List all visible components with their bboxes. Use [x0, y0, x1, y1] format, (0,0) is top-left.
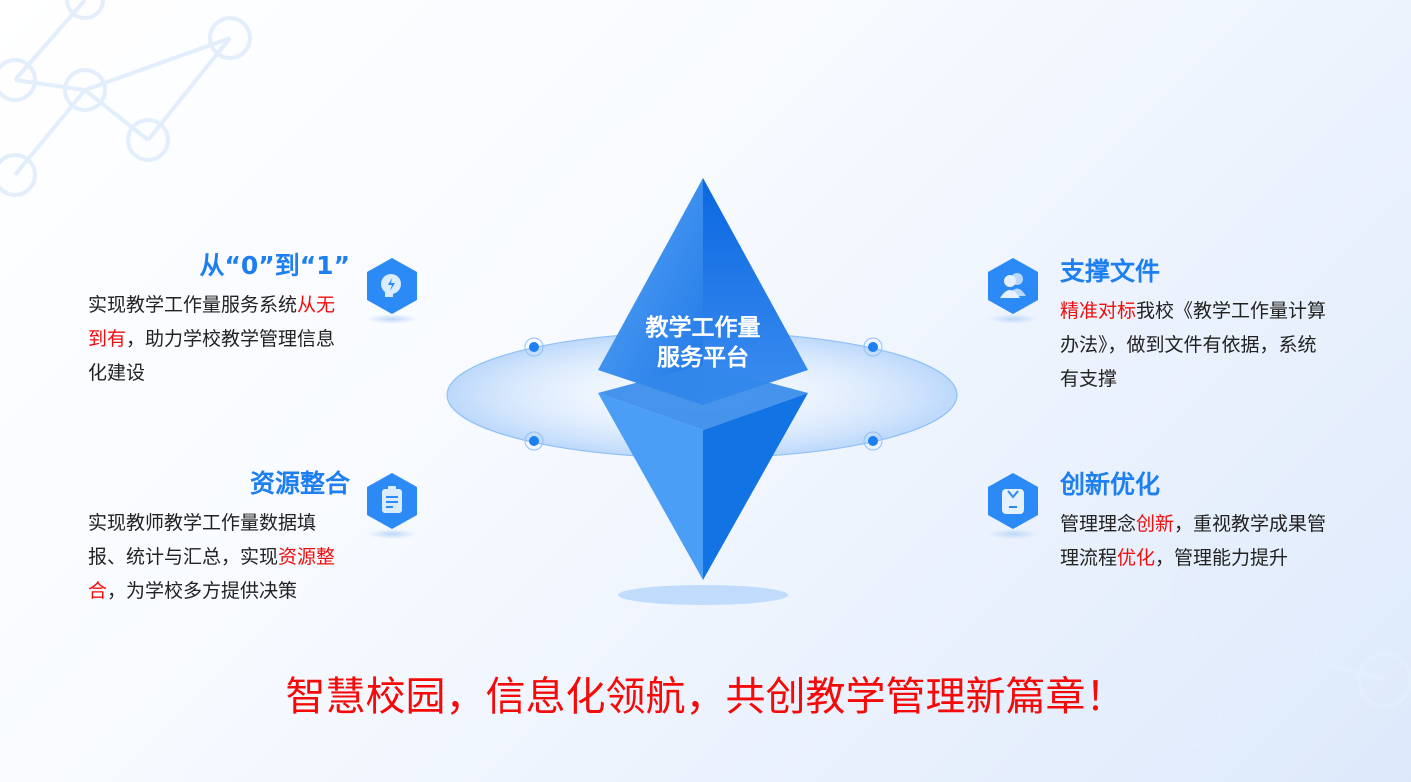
feature-resource-integration: 资源整合 实现教师教学工作量数据填报、统计与汇总，实现资源整合，为学校多方提供决… [88, 464, 350, 608]
highlight-segment: 从无到有 [88, 294, 336, 350]
platform-title-line1: 教学工作量 [645, 315, 761, 341]
feature-title: 支撑文件 [1060, 257, 1161, 286]
feature-title: 资源整合 [249, 469, 350, 498]
feature-body: 管理理念创新，重视教学成果管理流程优化，管理能力提升 [1060, 507, 1335, 575]
highlight-segment: 精准对标 [1060, 300, 1137, 322]
head-lightning-icon [367, 258, 417, 314]
feature-supporting-documents: 支撑文件 精准对标我校《教学工作量计算办法》，做到文件有依据，系统有支撑 [1060, 252, 1330, 396]
text-segment: 我校《教学工作量计算办法》，做到文件有依据，系统有支撑 [1060, 300, 1327, 390]
feature-title: 从“0”到“1” [199, 251, 350, 280]
badge-icon [988, 473, 1038, 529]
feature-body: 实现教学工作量服务系统从无到有，助力学校教学管理信息化建设 [88, 288, 348, 390]
feature-title: 创新优化 [1060, 470, 1161, 499]
text-segment: ，为学校多方提供决策 [107, 580, 298, 602]
text-segment: ，助力学校教学管理信息化建设 [88, 328, 336, 384]
feature-innovation-optimization: 创新优化 管理理念创新，重视教学成果管理流程优化，管理能力提升 [1060, 465, 1335, 575]
feature-body: 实现教师教学工作量数据填报、统计与汇总，实现资源整合，为学校多方提供决策 [88, 506, 348, 608]
users-icon [988, 258, 1038, 314]
text-segment: ，重视教学成果管理流程 [1060, 513, 1327, 569]
text-segment: ，管理能力提升 [1155, 547, 1289, 569]
text-segment: 管理理念 [1060, 513, 1137, 535]
clipboard-icon [367, 473, 417, 529]
tagline: 智慧校园，信息化领航，共创教学管理新篇章！ [285, 674, 1126, 720]
platform-title-line2: 服务平台 [657, 345, 749, 371]
feature-zero-to-one: 从“0”到“1” 实现教学工作量服务系统从无到有，助力学校教学管理信息化建设 [88, 246, 350, 390]
text-segment: 实现教学工作量服务系统 [88, 294, 298, 316]
feature-body: 精准对标我校《教学工作量计算办法》，做到文件有依据，系统有支撑 [1060, 294, 1330, 396]
platform-title: 教学工作量 服务平台 [603, 313, 803, 373]
highlight-segment: 资源整合 [88, 546, 336, 602]
highlight-segment: 优化 [1117, 547, 1156, 569]
highlight-segment: 创新 [1136, 513, 1175, 535]
text-segment: 实现教师教学工作量数据填报、统计与汇总，实现 [88, 512, 317, 568]
